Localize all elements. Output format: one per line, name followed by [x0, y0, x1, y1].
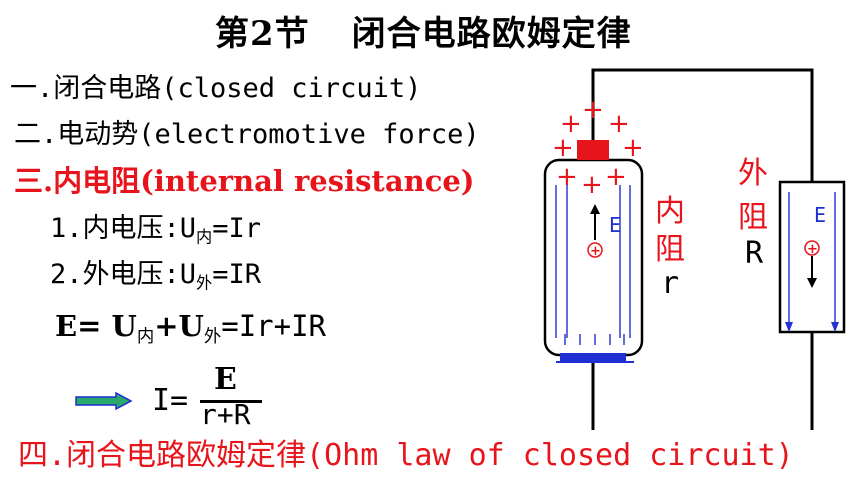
plus-sign-5: + [622, 133, 644, 163]
section-electromotive-force: 二.电动势(electromotive force) [14, 119, 480, 150]
inner-resistance-label-2: 阻 [655, 232, 685, 267]
plus-sign-1: + [560, 109, 582, 139]
positive-charge-icon [587, 242, 603, 258]
positive-terminal [577, 140, 609, 160]
positive-charge-sign: + [590, 244, 601, 259]
u-inner-symbol: U [111, 309, 137, 343]
section-internal-resistance: 三.内电阻(internal resistance) [14, 164, 475, 198]
top-wire [591, 68, 814, 182]
battery-field-label: E [609, 213, 621, 237]
current-label: I= [152, 383, 189, 418]
field-arrow-left-icon [785, 322, 793, 332]
down-arrow-head-icon [807, 278, 817, 288]
resistor-charge-icon [804, 240, 820, 256]
inner-voltage-prefix: 1.内电压:U [50, 213, 197, 244]
fraction-bar [200, 400, 262, 403]
external-resistor [778, 180, 846, 334]
emf-sum-formula: E= U内+U外=Ir+IR [55, 309, 326, 348]
u-outer-symbol: U [178, 309, 204, 343]
implies-arrow-icon [75, 392, 133, 410]
emf-sum-value: =Ir+IR [221, 309, 326, 343]
title-text: 闭合电路欧姆定律 [351, 14, 632, 54]
inner-resistance-label-1: 内 [655, 194, 685, 229]
plus-sign-7: + [581, 170, 603, 200]
u-inner-subscript: 内 [136, 327, 155, 348]
inner-voltage-formula: 1.内电压:U内=Ir [50, 206, 261, 248]
page-title: 第2节 闭合电路欧姆定律 [215, 6, 632, 55]
outer-resistance-label-1: 外 [738, 156, 768, 191]
plus-sign-3: + [608, 109, 630, 139]
plus-sign-4: + [552, 133, 574, 163]
inner-voltage-value: =Ir [212, 213, 261, 244]
outer-voltage-value: =IR [212, 259, 261, 290]
fraction-numerator: E [214, 362, 237, 397]
field-arrow-right-icon [831, 322, 839, 332]
section-number: 第2节 [215, 14, 310, 54]
outer-voltage-prefix: 2.外电压:U [50, 259, 197, 290]
battery-field-lines [555, 185, 631, 345]
equals-sign: = [77, 309, 112, 343]
resistor-charge-sign: + [807, 242, 818, 257]
negative-terminal [560, 353, 626, 361]
plus-sign-8: + [605, 162, 627, 192]
outer-resistance-label-2: 阻 [738, 200, 768, 235]
plus-sign-6: + [556, 162, 578, 192]
section-closed-circuit: 一.闭合电路(closed circuit) [10, 73, 422, 104]
outer-voltage-formula: 2.外电压:U外=IR [50, 252, 261, 294]
resistor-field-label: E [814, 203, 826, 227]
resistor-field-lines [788, 192, 836, 326]
terminal-charges: + + + + + + + + [552, 95, 644, 200]
outer-voltage-subscript: 外 [196, 273, 213, 293]
emf-symbol: E [55, 309, 78, 343]
plus-sign-2: + [582, 95, 604, 125]
outer-resistance-symbol: R [745, 236, 764, 271]
section-ohm-law-closed-circuit: 四.闭合电路欧姆定律(Ohm law of closed circuit) [18, 438, 794, 473]
up-arrow-head-icon [590, 204, 600, 214]
inner-voltage-subscript: 内 [196, 227, 213, 247]
fraction-denominator: r+R [200, 398, 251, 431]
inner-resistance-symbol: r [661, 266, 680, 301]
plus-sign: + [154, 309, 179, 343]
u-outer-subscript: 外 [203, 327, 222, 348]
